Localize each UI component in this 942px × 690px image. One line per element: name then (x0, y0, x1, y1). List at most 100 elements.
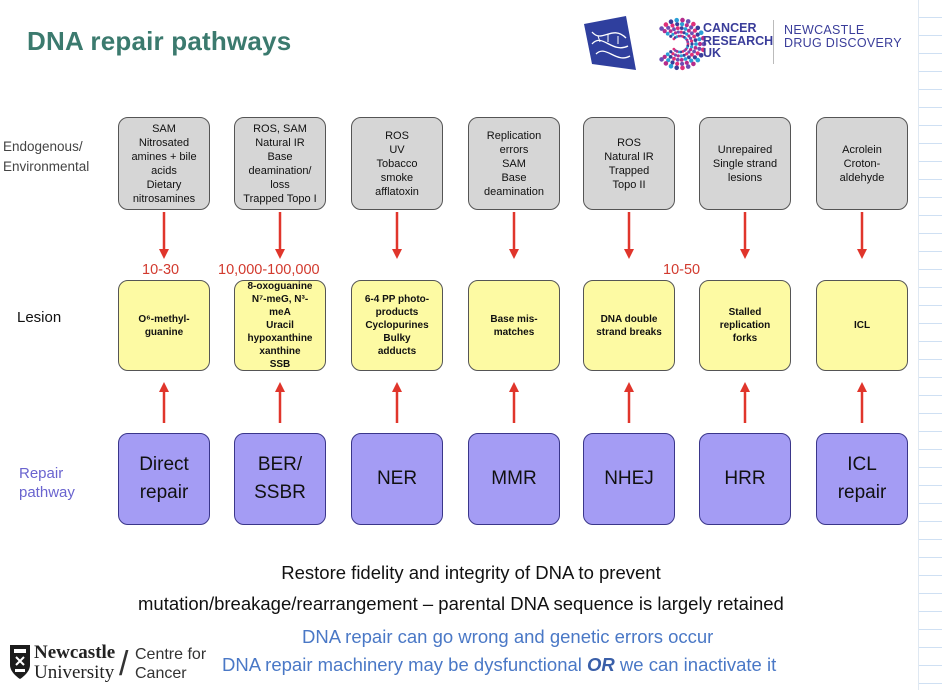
logo-dot (693, 38, 698, 42)
logo-dot (674, 65, 679, 71)
logo-dot (682, 53, 686, 57)
logo-dot (672, 47, 676, 51)
logo-dot (695, 32, 700, 37)
footer-line-4: DNA repair machinery may be dysfunctiona… (222, 654, 777, 675)
logo-dot (689, 48, 693, 52)
lesion-frequency-label: 10,000-100,000 (218, 262, 320, 278)
logo-dot (685, 19, 691, 24)
row-label-source: Endogenous/ Environmental (3, 139, 90, 174)
logo-dot (665, 31, 670, 36)
footer-line-1: Restore fidelity and integrity of DNA to… (281, 562, 661, 583)
logo-dot (672, 27, 676, 32)
logo-dot (691, 21, 696, 27)
lesion-box: Stalled replication forks (699, 280, 791, 371)
logo-dot (662, 29, 667, 34)
row-label-lesion: Lesion (17, 309, 62, 326)
logo-dot (669, 34, 673, 38)
logo-dot (683, 27, 688, 31)
logo-dot (680, 65, 685, 71)
logo-dot (671, 52, 675, 56)
logo-dot (690, 31, 694, 36)
page-title: DNA repair pathways (27, 26, 292, 56)
logo-dot (689, 58, 694, 63)
newcastle-university-shield-icon (10, 645, 30, 679)
source-box: Replication errors SAM Base deamination (468, 117, 560, 210)
logo-dot (687, 50, 691, 54)
row-label-repair: Repair pathway (19, 465, 75, 501)
logo-dot (668, 55, 673, 59)
notebook-margin (918, 0, 942, 690)
logo-dot (695, 51, 700, 56)
logo-dot (685, 64, 691, 69)
logo-dot (668, 19, 674, 24)
source-box: Unrepaired Single strand lesions (699, 117, 791, 210)
logo-dot (675, 22, 680, 27)
logo-dot (682, 31, 686, 35)
repair-box: BER/ SSBR (234, 433, 326, 525)
lesion-box: 6-4 PP photo- products Cyclopurines Bulk… (351, 280, 443, 371)
centre-for-cancer-text: Centre for Cancer (135, 646, 207, 682)
logo-dot (697, 46, 702, 51)
logo-dot (659, 57, 664, 62)
logo-dot (692, 49, 696, 54)
logo-dot (690, 52, 694, 57)
logo-dot (663, 61, 669, 66)
logo-dot (673, 53, 678, 57)
logo-dot (679, 30, 683, 34)
repair-box: NER (351, 433, 443, 525)
lesion-box: ICL (816, 280, 908, 371)
logo-dot (687, 55, 691, 60)
logo-dot (680, 17, 685, 23)
logo-dot (683, 57, 688, 61)
logo-dot (690, 45, 694, 49)
newcastle-university-logo-text: Newcastle University (34, 642, 116, 683)
logo-dot (668, 64, 674, 69)
logo-dot (687, 34, 691, 38)
logo-dot (679, 54, 683, 58)
logo-dot (668, 29, 673, 33)
logo-dot (665, 52, 670, 57)
logo-dot (671, 32, 675, 36)
logo-dot (701, 35, 706, 41)
cancer-research-uk-logo-icon (659, 17, 707, 71)
logo-dot (685, 52, 689, 56)
logo-dot (690, 42, 694, 46)
repair-box: Direct repair (118, 433, 210, 525)
repair-box: MMR (468, 433, 560, 525)
logo-dot (692, 28, 697, 33)
logo-dot (701, 41, 707, 47)
emphasis-or: OR (587, 654, 615, 675)
logo-dot (675, 57, 680, 62)
source-box: ROS Natural IR Trapped Topo II (583, 117, 675, 210)
logo-dot (692, 55, 697, 60)
logo-dot (659, 26, 664, 31)
lesion-box: 8-oxoguanine N⁷-meG, N³- meA Uracil hypo… (234, 280, 326, 371)
logo-dot (695, 25, 701, 31)
logo-dot (685, 32, 689, 36)
logo-dot (679, 26, 684, 30)
lesion-box: O⁶-methyl- guanine (118, 280, 210, 371)
logo-dot (684, 60, 689, 65)
logo-dot (689, 25, 694, 30)
footer-line-2: mutation/breakage/rearrangement – parent… (138, 593, 784, 614)
logo-dot (680, 22, 685, 27)
logo-dot (680, 61, 685, 66)
logo-dot (697, 41, 703, 47)
logo-dot (684, 23, 689, 28)
lesion-frequency-label: 10-50 (663, 262, 701, 278)
logo-dot (673, 31, 678, 35)
cru-logo-text: CANCER RESEARCH UK (703, 21, 774, 60)
source-box: ROS, SAM Natural IR Base deamination/ lo… (234, 117, 326, 210)
source-box: ROS UV Tobacco smoke afflatoxin (351, 117, 443, 210)
logo-dot (689, 36, 693, 40)
logo-dot (697, 37, 702, 42)
lesion-box: DNA double strand breaks (583, 280, 675, 371)
source-box: SAM Nitrosated amines + bile acids Dieta… (118, 117, 210, 210)
logo-slash-icon: / (119, 645, 129, 683)
source-box: Acrolein Croton- aldehyde (816, 117, 908, 210)
lesion-box: Base mis- matches (468, 280, 560, 371)
logo-divider (773, 20, 774, 64)
logo-dot (672, 56, 676, 61)
logo-dot (666, 58, 671, 63)
